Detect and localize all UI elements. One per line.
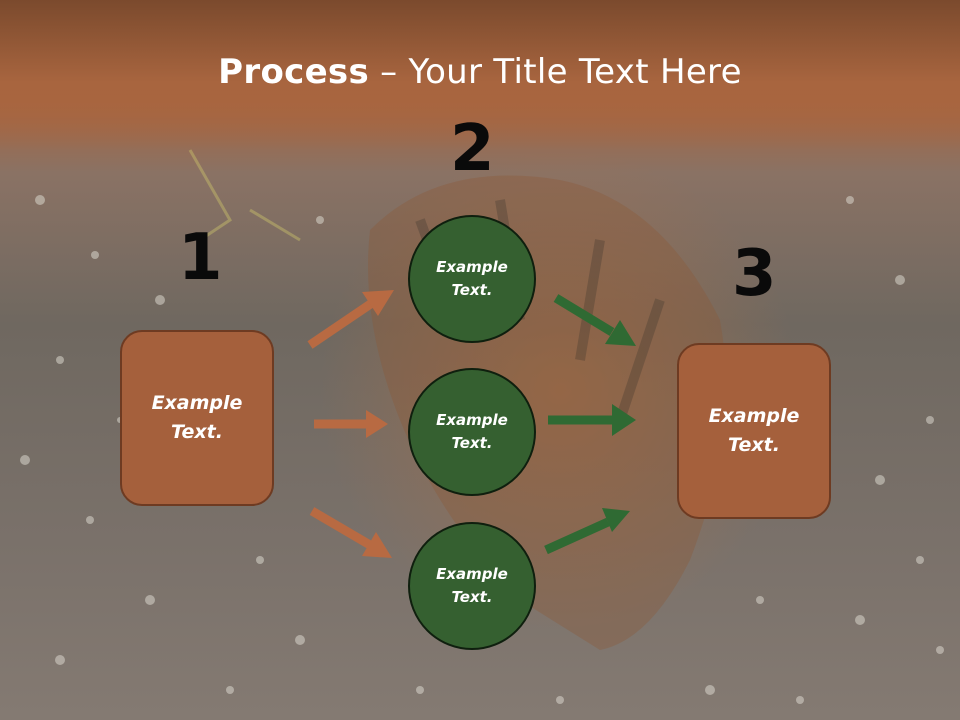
step-number-3: 3: [732, 237, 777, 311]
circle-middle-text: Example Text.: [436, 411, 508, 452]
title-bold: Process: [218, 52, 370, 92]
step-number-2: 2: [450, 112, 495, 186]
step-1-text: Example Text.: [151, 392, 243, 443]
step-1-box: Example Text.: [120, 330, 274, 506]
step-2-circle-top: Example Text.: [408, 215, 536, 343]
step-3-text: Example Text.: [708, 405, 800, 456]
circle-bottom-text: Example Text.: [436, 565, 508, 606]
step-number-1: 1: [178, 221, 223, 295]
arrow-1-to-middle: [314, 410, 388, 438]
arrow-bottom-to-3: [544, 508, 630, 555]
title-rest: – Your Title Text Here: [369, 52, 742, 92]
arrow-top-to-3: [553, 294, 636, 346]
step-2-circle-bottom: Example Text.: [408, 522, 536, 650]
arrow-1-to-top: [307, 290, 394, 349]
step-3-box: Example Text.: [677, 343, 831, 519]
arrow-1-to-bottom: [309, 507, 392, 558]
slide-title: Process – Your Title Text Here: [0, 52, 960, 92]
step-2-circle-middle: Example Text.: [408, 368, 536, 496]
title-band: [0, 0, 960, 150]
circle-top-text: Example Text.: [436, 258, 508, 299]
arrow-middle-to-3: [548, 404, 636, 436]
